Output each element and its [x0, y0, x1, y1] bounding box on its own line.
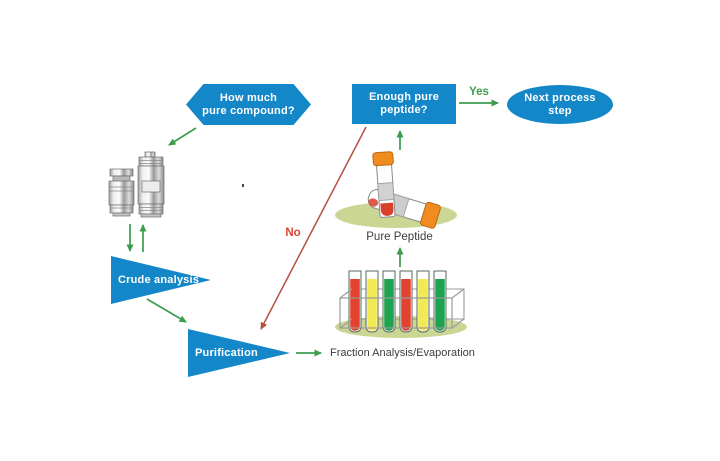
test-tube-yellow	[416, 270, 430, 333]
node-label-line: step	[548, 104, 572, 117]
caption-fraction-analysis: Fraction Analysis/Evaporation	[330, 347, 475, 359]
node-label: Purification	[195, 346, 258, 359]
node-label-line: peptide?	[380, 104, 428, 116]
caption-pure-peptide: Pure Peptide	[366, 231, 433, 243]
stray-dot	[242, 184, 244, 187]
node-how-much-pure-compound: How much pure compound?	[186, 84, 311, 125]
test-tube-red	[399, 270, 413, 333]
pure-peptide-vials-illustration	[335, 151, 457, 229]
node-enough-pure-peptide: Enough pure peptide?	[352, 84, 456, 124]
node-next-process-step: Next process step	[507, 85, 613, 124]
fraction-tube-rack-illustration	[335, 270, 467, 338]
chromatography-columns-illustration	[108, 151, 165, 218]
edge-label-no: No	[285, 227, 301, 239]
edge-label-yes: Yes	[469, 86, 489, 98]
node-crude-analysis: Crude analysis	[111, 256, 211, 304]
node-label-line: pure compound?	[202, 104, 295, 117]
arrow-howmuch-to-columns	[168, 127, 197, 146]
test-tube-green	[433, 270, 447, 333]
node-label: Crude analysis	[118, 273, 200, 286]
arrow-crude-to-purification	[146, 298, 187, 323]
node-label-line: Enough pure	[368, 91, 440, 103]
node-label-line: How much	[219, 91, 278, 104]
test-tube-red	[348, 270, 362, 333]
node-label-line: Next process	[524, 91, 596, 104]
test-tube-green	[382, 270, 396, 333]
test-tube-yellow	[365, 270, 379, 333]
node-purification: Purification	[188, 329, 290, 377]
